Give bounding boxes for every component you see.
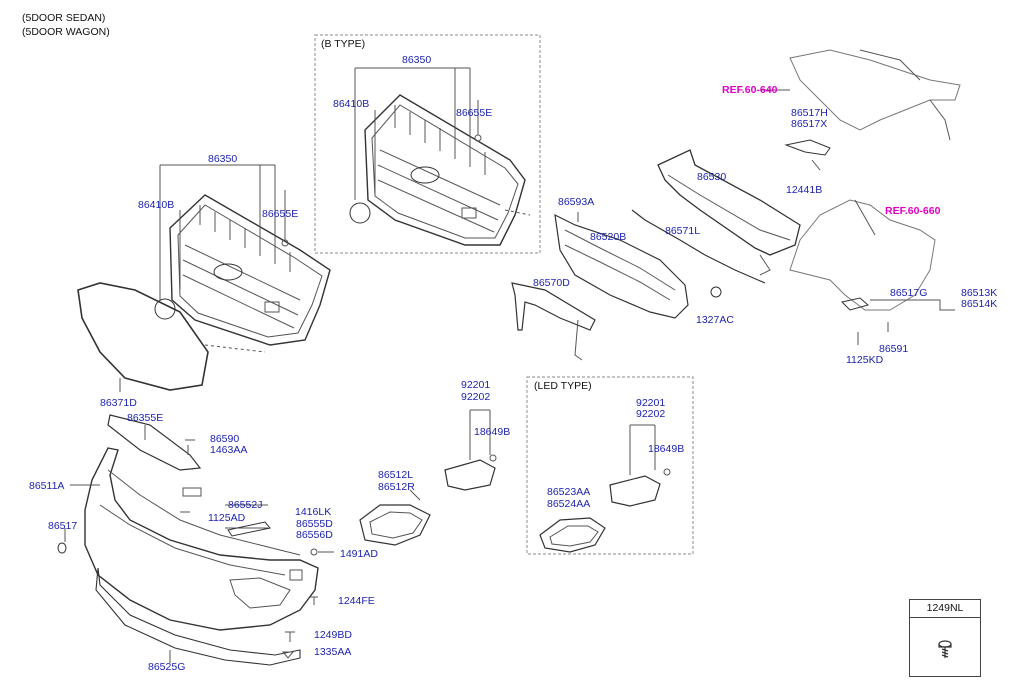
part-86513k-label[interactable]: 86513K — [961, 287, 998, 299]
part-86530-label[interactable]: 86530 — [697, 171, 727, 183]
part-86355e-label[interactable]: 86355E — [127, 412, 164, 424]
part-1335aa-label[interactable]: 1335AA — [314, 646, 352, 658]
part-86523aa-label[interactable]: 86523AA — [547, 486, 591, 498]
part-1125kd-label[interactable]: 1125KD — [846, 354, 884, 366]
part-86512r-label[interactable]: 86512R — [378, 481, 415, 493]
part-86590-label[interactable]: 86590 — [210, 433, 240, 445]
b-type-title: (B TYPE) — [321, 38, 366, 50]
part-86410b-label[interactable]: 86410B — [138, 199, 175, 211]
part-86517x-label[interactable]: 86517X — [791, 118, 828, 130]
grille-btype-drawing — [364, 94, 526, 246]
part-1416lk-label[interactable]: 1416LK — [295, 506, 332, 518]
part-86556d-label[interactable]: 86556D — [296, 529, 333, 541]
legend-title[interactable]: 1249NL — [910, 600, 980, 618]
part-86655e-label[interactable]: 86655E — [262, 208, 299, 220]
ref-60-660-link[interactable]: REF.60-660 — [885, 205, 941, 217]
part-1125ad-label[interactable]: 1125AD — [208, 512, 246, 524]
part-86517-label[interactable]: 86517 — [48, 520, 78, 532]
part-86511a-label[interactable]: 86511A — [29, 480, 65, 492]
part-86552j-label[interactable]: 86552J — [228, 499, 263, 511]
part-86570d-label[interactable]: 86570D — [533, 277, 570, 289]
part-1327ac-label[interactable]: 1327AC — [696, 314, 734, 326]
part-86591-label[interactable]: 86591 — [879, 343, 909, 355]
grille-main-drawing — [169, 194, 331, 346]
part-12441b-label[interactable]: 12441B — [786, 184, 823, 196]
led-type-title: (LED TYPE) — [534, 380, 592, 392]
ref-60-640-link[interactable]: REF.60-640 — [722, 84, 778, 96]
part-86371d-label[interactable]: 86371D — [100, 397, 137, 409]
part-1244fe-label[interactable]: 1244FE — [338, 595, 375, 607]
legend-box: 1249NL — [909, 599, 981, 677]
screw-icon — [938, 640, 952, 658]
part-86520b-label[interactable]: 86520B — [590, 231, 627, 243]
part-86517g-label[interactable]: 86517G — [890, 287, 928, 299]
part-18649b-label[interactable]: 18649B — [474, 426, 511, 438]
part-86524aa-label[interactable]: 86524AA — [547, 498, 591, 510]
part-1491ad-label[interactable]: 1491AD — [340, 548, 378, 560]
part-18649b-led-label[interactable]: 18649B — [648, 443, 685, 455]
part-86593a-label[interactable]: 86593A — [558, 196, 595, 208]
part-92201-label[interactable]: 92201 — [461, 379, 491, 391]
part-86512l-label[interactable]: 86512L — [378, 469, 414, 481]
part-86525g-label[interactable]: 86525G — [148, 661, 186, 673]
part-92201-led-label[interactable]: 92201 — [636, 397, 666, 409]
part-86410b-btype-label[interactable]: 86410B — [333, 98, 370, 110]
part-1463aa-label[interactable]: 1463AA — [210, 444, 248, 456]
part-1249bd-label[interactable]: 1249BD — [314, 629, 352, 641]
part-92202-led-label[interactable]: 92202 — [636, 408, 666, 420]
part-86350-btype-label[interactable]: 86350 — [402, 54, 432, 66]
part-86555d-label[interactable]: 86555D — [296, 518, 333, 530]
variant-sedan: (5DOOR SEDAN) — [22, 12, 106, 24]
variant-wagon: (5DOOR WAGON) — [22, 26, 110, 38]
part-92202-label[interactable]: 92202 — [461, 391, 491, 403]
part-86655e-btype-label[interactable]: 86655E — [456, 107, 493, 119]
part-86514k-label[interactable]: 86514K — [961, 298, 998, 310]
part-86571l-label[interactable]: 86571L — [665, 225, 701, 237]
part-86517h-label[interactable]: 86517H — [791, 107, 828, 119]
part-86350-label[interactable]: 86350 — [208, 153, 238, 165]
